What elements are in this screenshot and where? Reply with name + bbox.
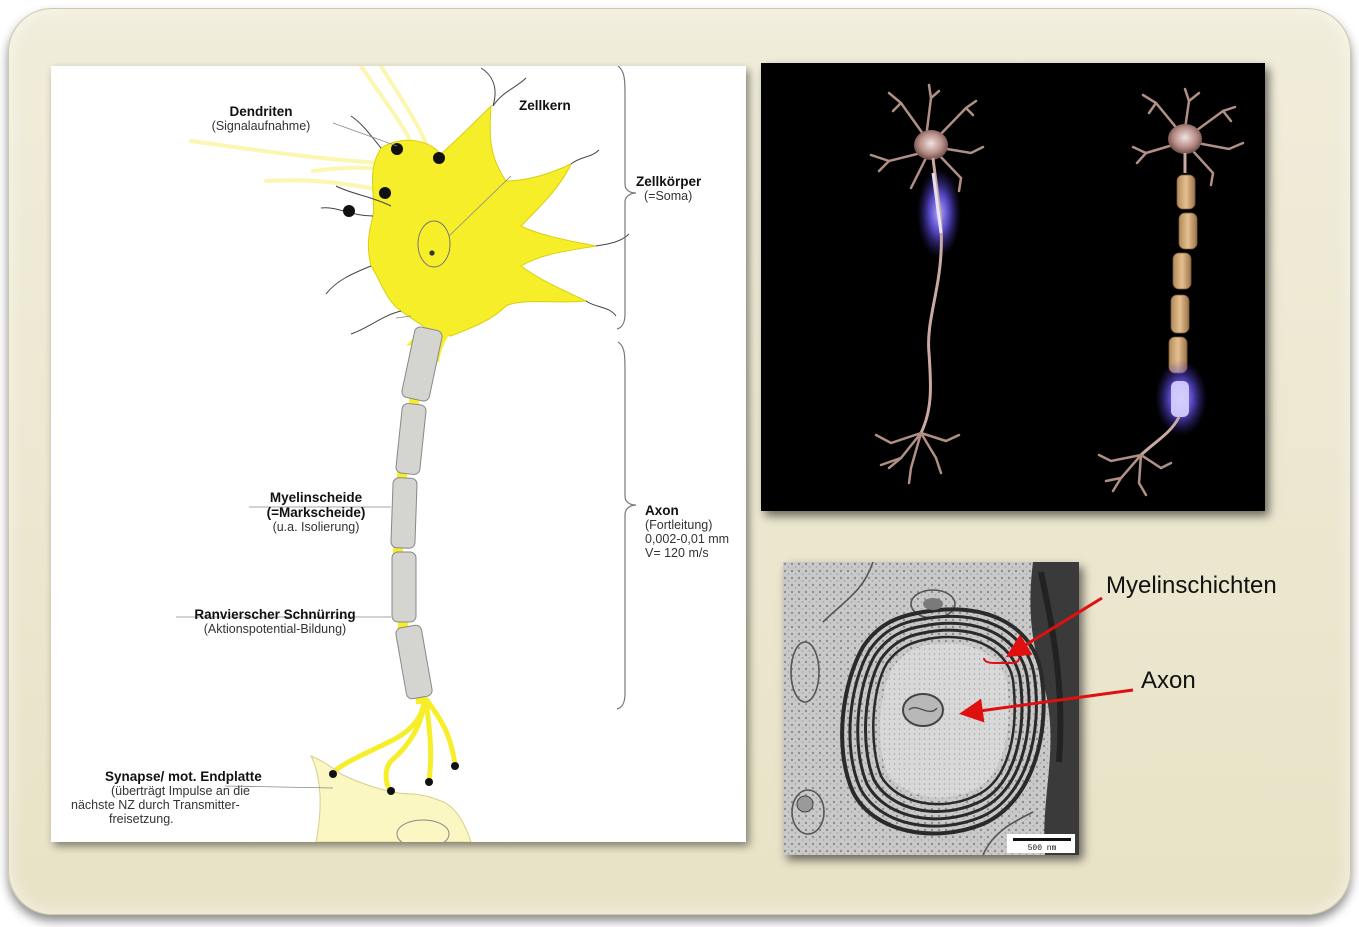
scale-bar-label: 500 nm — [1028, 844, 1057, 853]
label-zellkoerper-sub: (=Soma) — [644, 189, 693, 203]
label-axon: Axon (Fortleitung) 0,002-0,01 mm V= 120 … — [645, 503, 729, 560]
label-ranvier-title: Ranvierscher Schnürring — [194, 607, 356, 622]
label-axon-sub1: (Fortleitung) — [645, 518, 713, 532]
unmyelinated-neuron — [869, 83, 985, 485]
label-dendriten-title: Dendriten — [229, 104, 293, 119]
label-myelinscheide-sub: (u.a. Isolierung) — [272, 520, 360, 534]
label-axon-annotation: Axon — [1141, 667, 1196, 694]
label-myelinscheide: Myelinscheide (=Markscheide) (u.a. Isoli… — [251, 490, 381, 534]
label-dendriten-sub: (Signalaufnahme) — [211, 119, 311, 133]
label-dendriten: Dendriten (Signalaufnahme) — [201, 104, 321, 133]
label-synapse: Synapse/ mot. Endplatte (überträgt Impul… — [71, 769, 262, 826]
neuron-diagram-illustration — [176, 66, 637, 842]
label-zellkoerper: Zellkörper (=Soma) — [636, 174, 701, 203]
label-synapse-sub2: nächste NZ durch Transmitter- — [71, 798, 240, 812]
label-myelinscheide-title1: Myelinscheide — [269, 490, 363, 505]
label-axon-title: Axon — [645, 503, 679, 518]
label-synapse-title: Synapse/ mot. Endplatte — [105, 769, 262, 784]
label-zellkoerper-title: Zellkörper — [636, 174, 702, 189]
label-axon-sub3: V= 120 m/s — [645, 546, 709, 560]
label-myelinschichten: Myelinschichten — [1106, 572, 1277, 599]
neuron-diagram: Dendriten (Signalaufnahme) Zellkern Zell… — [51, 66, 746, 842]
label-ranvier: Ranvierscher Schnürring (Aktionspotentia… — [175, 607, 375, 636]
neuron-render-photo — [761, 63, 1265, 511]
micrograph-illustration: 500 nm — [783, 562, 1079, 855]
electron-micrograph: 500 nm — [783, 562, 1079, 855]
neuron-render-illustration — [869, 83, 1245, 497]
label-zellkern: Zellkern — [519, 98, 571, 113]
label-myelinscheide-title2: (=Markscheide) — [266, 505, 366, 520]
label-synapse-sub3: freisetzung. — [109, 812, 174, 826]
myelinated-neuron — [1097, 87, 1245, 497]
label-axon-sub2: 0,002-0,01 mm — [645, 532, 730, 546]
label-synapse-sub1: (überträgt Impulse an die — [111, 784, 250, 798]
label-ranvier-sub: (Aktionspotential-Bildung) — [203, 622, 347, 636]
